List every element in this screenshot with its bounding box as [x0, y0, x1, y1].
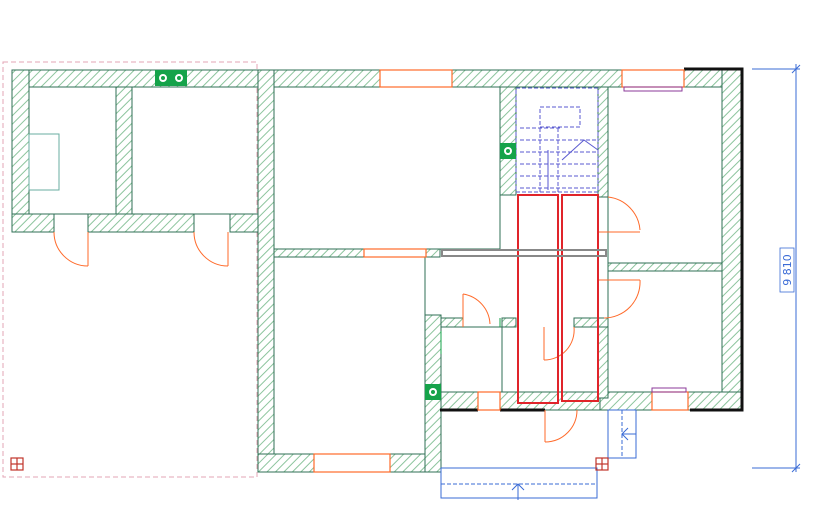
- wall-bathroom-right[interactable]: [501, 317, 517, 328]
- staircase[interactable]: [515, 87, 599, 193]
- porch-steps[interactable]: [440, 409, 637, 500]
- dimension-label: 9 810: [781, 254, 794, 286]
- wall-annex-middle[interactable]: [115, 86, 133, 216]
- wall-bath2-top[interactable]: [573, 317, 609, 328]
- wall-annex-left[interactable]: [11, 69, 30, 233]
- window-bottom-right[interactable]: [651, 391, 689, 411]
- beam-line[interactable]: [441, 249, 607, 257]
- door-annex-left[interactable]: [53, 231, 89, 267]
- chimney-pair-icon[interactable]: [155, 70, 187, 86]
- windows[interactable]: [313, 69, 689, 473]
- doors[interactable]: [53, 196, 641, 443]
- site-boundary-outline: [2, 61, 258, 478]
- exterior-walls-highlight: [440, 67, 744, 412]
- wall-annex-top[interactable]: [11, 69, 259, 88]
- wall-bedroom-divider-horizontal[interactable]: [607, 262, 723, 272]
- wall-main-right[interactable]: [721, 69, 743, 411]
- wall-bedroom-divider-vertical[interactable]: [597, 86, 609, 198]
- annex-fixture-rectangle[interactable]: [28, 133, 60, 191]
- wall-annex-bottom-3[interactable]: [229, 213, 259, 233]
- selected-stair-flights[interactable]: [517, 194, 599, 404]
- window-entry[interactable]: [477, 391, 501, 411]
- fixtures[interactable]: [155, 70, 516, 400]
- door-hall-inner[interactable]: [543, 326, 575, 361]
- wall-bath2-right[interactable]: [597, 317, 609, 399]
- dimension-label-group[interactable]: 9 810: [779, 247, 795, 293]
- survey-point-icon-right[interactable]: [595, 457, 609, 471]
- selected-stair-flight-right[interactable]: [561, 194, 599, 402]
- window-sills: [623, 86, 687, 393]
- door-bedroom-lower[interactable]: [598, 279, 641, 319]
- vent-icon-stair[interactable]: [500, 143, 516, 159]
- window-top-main[interactable]: [379, 69, 453, 88]
- door-bedroom-upper[interactable]: [597, 196, 641, 233]
- dimension-line-vertical[interactable]: [752, 64, 801, 473]
- selected-stair-flight-left[interactable]: [517, 194, 559, 404]
- survey-point-icon-left[interactable]: [10, 457, 24, 471]
- wall-annex-bottom-2[interactable]: [87, 213, 195, 233]
- wall-stair-left[interactable]: [499, 86, 517, 196]
- bath-fixture-marks: [440, 318, 501, 354]
- door-bathroom[interactable]: [462, 293, 491, 327]
- window-interior-opening[interactable]: [363, 248, 427, 258]
- wall-bathroom-top[interactable]: [440, 317, 464, 328]
- wall-main-left[interactable]: [257, 69, 275, 473]
- door-entry[interactable]: [544, 409, 578, 443]
- vent-icon-bath[interactable]: [425, 384, 441, 400]
- wall-annex-bottom-1[interactable]: [11, 213, 55, 233]
- window-bottom-left[interactable]: [313, 453, 391, 473]
- door-annex-right[interactable]: [193, 231, 229, 267]
- survey-points[interactable]: [10, 457, 609, 471]
- window-top-right[interactable]: [621, 69, 685, 88]
- stair-arrow: [547, 139, 599, 190]
